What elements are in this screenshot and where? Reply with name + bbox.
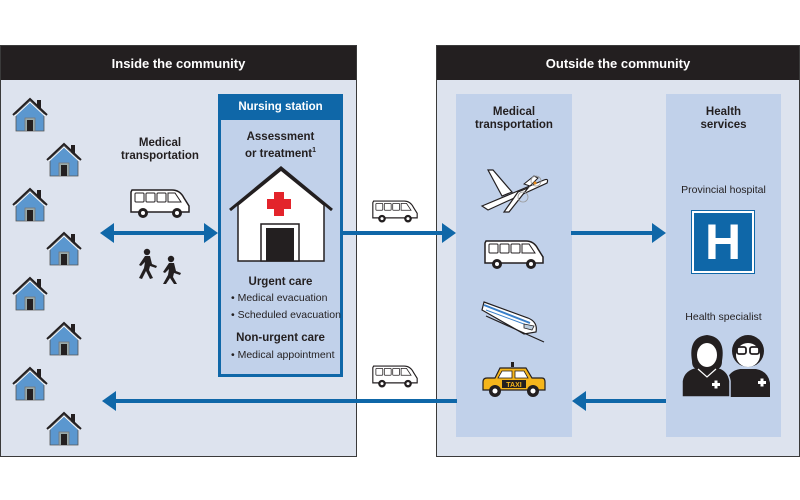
- assessment-line1: Assessment: [246, 131, 315, 143]
- nursing-station-building-icon: [229, 166, 333, 262]
- arrow-to-health-icon: [571, 223, 666, 243]
- van-icon: [484, 240, 544, 269]
- airplane-icon: [480, 169, 549, 213]
- van-icon: [372, 200, 418, 223]
- outside-transport-label: Medical transportation: [456, 106, 572, 132]
- assessment-label: Assessment or treatment1: [218, 131, 343, 161]
- inside-transport-label: Medical transportation: [100, 137, 220, 163]
- house-icon: [12, 366, 48, 401]
- house-icon: [46, 142, 82, 177]
- health-specialist-label: Health specialist: [685, 311, 762, 323]
- urgent-item: • Medical evacuation: [231, 292, 328, 304]
- hospital-sign-letter: H: [704, 214, 742, 270]
- provincial-hospital-label: Provincial hospital: [681, 184, 766, 196]
- assessment-footnote: 1: [312, 147, 316, 154]
- house-icon: [12, 276, 48, 311]
- house-icon: [46, 232, 82, 266]
- taxi-text: TAXI: [506, 382, 521, 389]
- outside-community-header: Outside the community: [437, 46, 799, 80]
- assessment-line2: or treatment: [244, 147, 313, 160]
- van-icon: [372, 365, 418, 388]
- arrow-to-outside-icon: [342, 223, 456, 243]
- urgent-care-heading: Urgent care: [248, 276, 313, 288]
- urgent-item: • Scheduled evacuation: [231, 309, 341, 321]
- house-icon: [46, 321, 82, 356]
- double-arrow-icon: [100, 223, 218, 243]
- taxi-icon: TAXI: [482, 362, 546, 397]
- health-services-label: Health services: [666, 106, 781, 132]
- health-services-line1: Health: [705, 106, 742, 118]
- inside-community-header: Inside the community: [1, 46, 356, 80]
- inside-community-title: Inside the community: [111, 55, 246, 71]
- arrow-return-icon: [102, 391, 457, 411]
- arrow-from-health-icon: [572, 391, 666, 411]
- van-icon: [130, 189, 190, 218]
- walking-people-icon: [139, 248, 181, 284]
- outside-community-title: Outside the community: [545, 55, 691, 71]
- inside-transport-label-line2: transportation: [121, 150, 199, 162]
- inside-transport-label-line1: Medical: [138, 137, 182, 149]
- house-icon: [12, 187, 48, 221]
- train-icon: [481, 301, 545, 343]
- house-icon: [12, 97, 48, 132]
- nonurgent-care-heading: Non-urgent care: [236, 332, 325, 344]
- outside-transport-line1: Medical: [492, 106, 536, 118]
- house-icon: [46, 411, 82, 445]
- nursing-station-title: Nursing station: [238, 101, 323, 113]
- health-specialists-icon: [681, 335, 770, 398]
- health-services-line2: services: [700, 119, 747, 131]
- nonurgent-item: • Medical appointment: [231, 349, 335, 361]
- hospital-sign-icon: H: [691, 210, 755, 274]
- outside-transport-line2: transportation: [475, 119, 553, 131]
